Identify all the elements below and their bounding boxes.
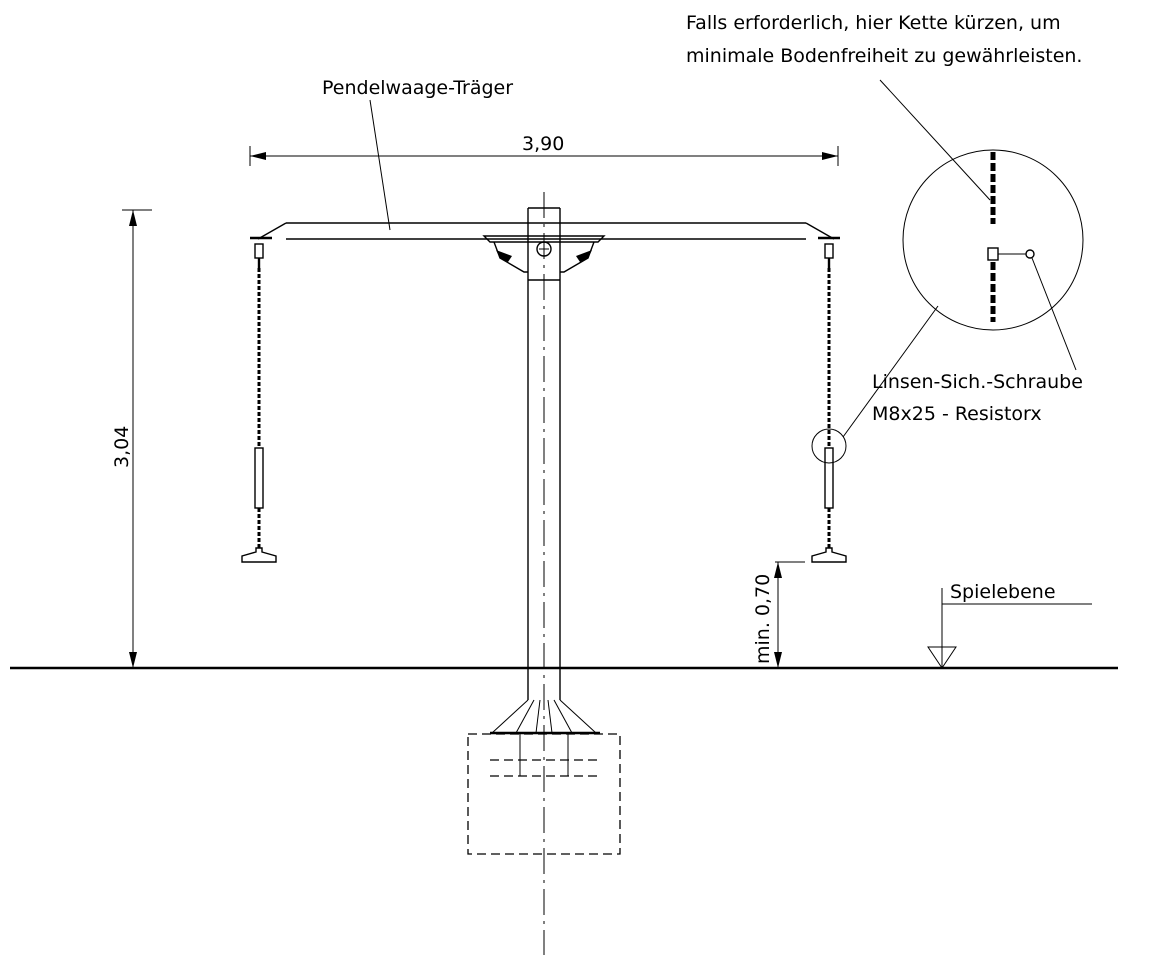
play-level-symbol	[927, 588, 1092, 669]
pivot-bracket	[482, 235, 606, 273]
play-level-label: Spielebene	[950, 581, 1056, 603]
screw-leader	[1031, 257, 1077, 371]
width-dimension	[249, 146, 839, 166]
post	[527, 207, 561, 700]
beam	[250, 222, 840, 240]
detail-marker-small	[811, 428, 847, 464]
height-dimension	[122, 209, 152, 668]
beam-label: Pendelwaage-Träger	[322, 77, 513, 99]
left-swing	[241, 243, 277, 563]
screw-label-line-1: Linsen-Sich.-Schraube	[872, 371, 1083, 393]
clearance-dimension	[774, 561, 805, 668]
note-line-2: minimale Bodenfreiheit zu gewährleisten.	[686, 45, 1082, 67]
detail-view	[902, 149, 1084, 331]
note-line-1: Falls erforderlich, hier Kette kürzen, u…	[686, 12, 1061, 34]
screw-label-line-2: M8x25 - Resistorx	[872, 403, 1042, 425]
clearance-dimension-label: min. 0,70	[752, 574, 774, 664]
screw-head-icon	[1025, 249, 1035, 259]
note-leader	[879, 79, 991, 201]
height-dimension-label: 3,04	[111, 426, 133, 468]
foundation	[467, 699, 621, 855]
width-dimension-label: 3,90	[522, 133, 564, 155]
beam-leader	[369, 99, 391, 231]
right-swing	[811, 243, 847, 563]
